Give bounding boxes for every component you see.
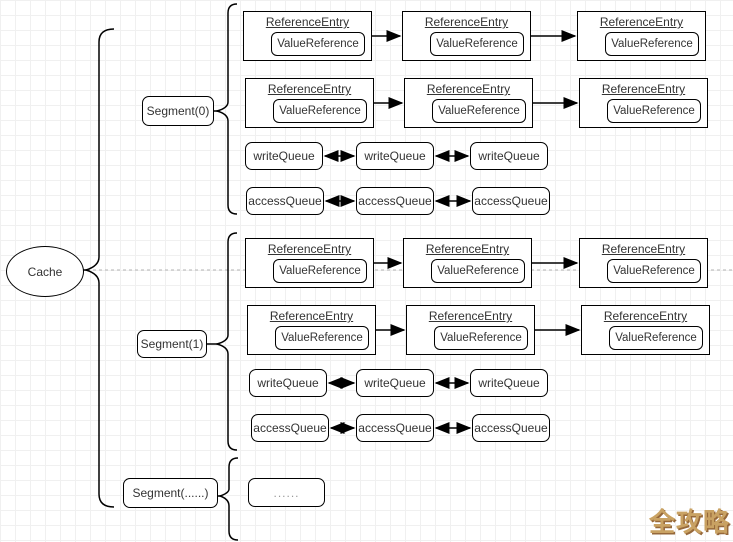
value-reference-box: ValueReference: [273, 259, 367, 283]
cache-node: Cache: [6, 246, 84, 297]
reference-entry-box: ReferenceEntry ValueReference: [579, 78, 708, 128]
value-reference-label: ValueReference: [440, 332, 522, 344]
reference-entry-label: ReferenceEntry: [599, 15, 684, 29]
reference-entry-box: ReferenceEntry ValueReference: [243, 11, 372, 61]
value-reference-label: ValueReference: [611, 38, 693, 50]
value-reference-box: ValueReference: [605, 32, 699, 56]
value-reference-label: ValueReference: [438, 105, 520, 117]
value-reference-label: ValueReference: [281, 332, 363, 344]
reference-entry-label: ReferenceEntry: [601, 82, 686, 96]
reference-entry-label: ReferenceEntry: [425, 242, 510, 256]
access-queue-box: accessQueue: [356, 187, 434, 215]
value-reference-box: ValueReference: [273, 99, 367, 123]
segment-0-brace: [214, 3, 238, 215]
reference-entry-label: ReferenceEntry: [426, 82, 511, 96]
value-reference-label: ValueReference: [437, 265, 519, 277]
value-reference-label: ValueReference: [279, 105, 361, 117]
reference-entry-box: ReferenceEntry ValueReference: [579, 238, 708, 288]
write-queue-label: writeQueue: [478, 376, 540, 390]
reference-entry-box: ReferenceEntry ValueReference: [402, 11, 531, 61]
segment-0-label: Segment(0): [146, 104, 210, 118]
write-queue-box: writeQueue: [470, 142, 548, 170]
cache-label: Cache: [27, 264, 63, 279]
reference-entry-label: ReferenceEntry: [267, 242, 352, 256]
segment-n-brace: [217, 457, 239, 541]
access-queue-label: accessQueue: [358, 194, 432, 208]
value-reference-box: ValueReference: [609, 326, 703, 350]
cache-brace: [83, 28, 115, 508]
ellipsis-box: ......: [248, 478, 325, 507]
value-reference-box: ValueReference: [434, 326, 528, 350]
write-queue-label: writeQueue: [478, 149, 540, 163]
segment-1-brace: [214, 232, 238, 451]
write-queue-box: writeQueue: [245, 142, 323, 170]
value-reference-box: ValueReference: [430, 32, 524, 56]
access-queue-box: accessQueue: [472, 414, 550, 442]
segment-1-label: Segment(1): [140, 337, 204, 351]
value-reference-box: ValueReference: [432, 99, 526, 123]
reference-entry-box: ReferenceEntry ValueReference: [577, 11, 706, 61]
write-queue-box: writeQueue: [356, 369, 434, 397]
reference-entry-box: ReferenceEntry ValueReference: [245, 238, 374, 288]
access-queue-box: accessQueue: [246, 187, 324, 215]
segment-n-label: Segment(......): [132, 486, 209, 500]
write-queue-box: writeQueue: [356, 142, 434, 170]
value-reference-box: ValueReference: [431, 259, 525, 283]
reference-entry-box: ReferenceEntry ValueReference: [403, 238, 532, 288]
write-queue-label: writeQueue: [364, 149, 426, 163]
value-reference-label: ValueReference: [615, 332, 697, 344]
reference-entry-box: ReferenceEntry ValueReference: [247, 305, 376, 355]
reference-entry-label: ReferenceEntry: [269, 309, 354, 323]
value-reference-label: ValueReference: [613, 105, 695, 117]
segment-1-node: Segment(1): [137, 330, 207, 358]
reference-entry-label: ReferenceEntry: [428, 309, 513, 323]
value-reference-label: ValueReference: [613, 265, 695, 277]
value-reference-label: ValueReference: [277, 38, 359, 50]
access-queue-label: accessQueue: [248, 194, 322, 208]
reference-entry-label: ReferenceEntry: [424, 15, 509, 29]
write-queue-label: writeQueue: [257, 376, 319, 390]
value-reference-box: ValueReference: [607, 99, 701, 123]
write-queue-box: writeQueue: [470, 369, 548, 397]
reference-entry-box: ReferenceEntry ValueReference: [404, 78, 533, 128]
access-queue-label: accessQueue: [253, 421, 327, 435]
value-reference-box: ValueReference: [275, 326, 369, 350]
ellipsis-label: ......: [273, 485, 300, 500]
value-reference-box: ValueReference: [607, 259, 701, 283]
access-queue-box: accessQueue: [356, 414, 434, 442]
reference-entry-label: ReferenceEntry: [265, 15, 350, 29]
access-queue-box: accessQueue: [472, 187, 550, 215]
write-queue-box: writeQueue: [249, 369, 327, 397]
write-queue-label: writeQueue: [253, 149, 315, 163]
access-queue-label: accessQueue: [474, 194, 548, 208]
reference-entry-label: ReferenceEntry: [267, 82, 352, 96]
reference-entry-box: ReferenceEntry ValueReference: [245, 78, 374, 128]
reference-entry-box: ReferenceEntry ValueReference: [581, 305, 710, 355]
value-reference-label: ValueReference: [279, 265, 361, 277]
reference-entry-label: ReferenceEntry: [603, 309, 688, 323]
value-reference-label: ValueReference: [436, 38, 518, 50]
reference-entry-box: ReferenceEntry ValueReference: [406, 305, 535, 355]
reference-entry-label: ReferenceEntry: [601, 242, 686, 256]
segment-n-node: Segment(......): [123, 478, 218, 508]
access-queue-label: accessQueue: [358, 421, 432, 435]
access-queue-label: accessQueue: [474, 421, 548, 435]
segment-0-node: Segment(0): [142, 96, 214, 126]
value-reference-box: ValueReference: [271, 32, 365, 56]
access-queue-box: accessQueue: [251, 414, 329, 442]
write-queue-label: writeQueue: [364, 376, 426, 390]
watermark: 全攻略: [648, 508, 730, 538]
